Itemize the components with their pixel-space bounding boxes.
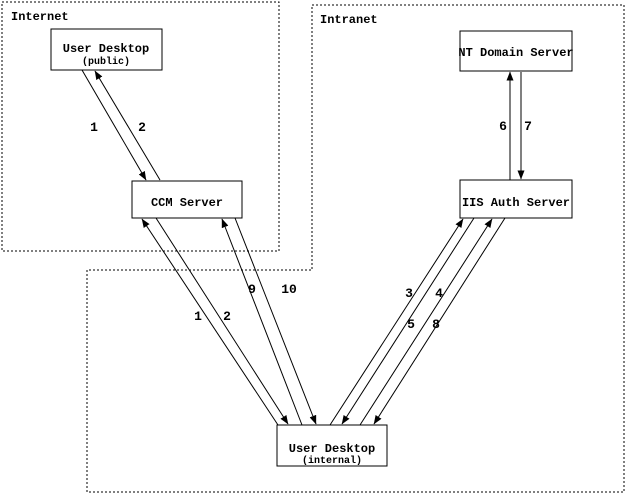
intranet-zone-label: Intranet (320, 13, 378, 27)
internet-zone-border (1, 1, 280, 252)
intranet-zone-border (86, 4, 625, 493)
edge-4-iis-to-internal-line (341, 217, 475, 425)
edge-label-4: 4 (435, 286, 443, 301)
edge-10-ccm-to-internal-line (234, 217, 317, 425)
edge-9-internal-to-ccm-line (221, 218, 303, 426)
edge-8-iis-to-internal-line (373, 217, 506, 425)
edge-1-public-to-ccm-line (81, 69, 147, 181)
node-user-desktop-public (50, 28, 163, 71)
edge-3-internal-to-iis-line (329, 218, 464, 426)
edge-label-7: 7 (524, 119, 532, 134)
edge-label-1-top: 1 (90, 120, 98, 135)
user-desktop-internal-subtitle: (internal) (302, 455, 362, 467)
internet-zone-label: Internet (11, 10, 69, 24)
edge-label-2-bottom: 2 (223, 309, 231, 324)
iis-auth-server-title: IIS Auth Server (462, 196, 570, 210)
edge-label-2-top: 2 (138, 120, 146, 135)
edge-label-6: 6 (499, 119, 507, 134)
node-user-desktop-internal (276, 424, 388, 467)
edge-label-5: 5 (407, 317, 415, 332)
node-iis-auth-server (459, 179, 573, 219)
edge-label-3: 3 (405, 286, 413, 301)
edge-2-ccm-to-public-line (94, 70, 161, 181)
node-ccm-server (131, 180, 243, 219)
edge-5-internal-to-iis-line (359, 218, 493, 426)
ccm-server-title: CCM Server (151, 196, 223, 210)
user-desktop-internal-title: User Desktop (289, 442, 375, 456)
user-desktop-public-title: User Desktop (63, 42, 149, 56)
user-desktop-public-subtitle: (public) (82, 56, 130, 68)
edge-2-ccm-to-internal-line (155, 217, 289, 425)
nt-domain-server-title: NT Domain Server (458, 46, 573, 60)
edge-label-9: 9 (248, 282, 256, 297)
edge-label-1-bottom: 1 (194, 309, 202, 324)
node-nt-domain-server (459, 30, 573, 72)
edge-label-10: 10 (281, 282, 297, 297)
edge-label-8: 8 (432, 317, 440, 332)
edge-1-internal-to-ccm-line (141, 218, 279, 426)
